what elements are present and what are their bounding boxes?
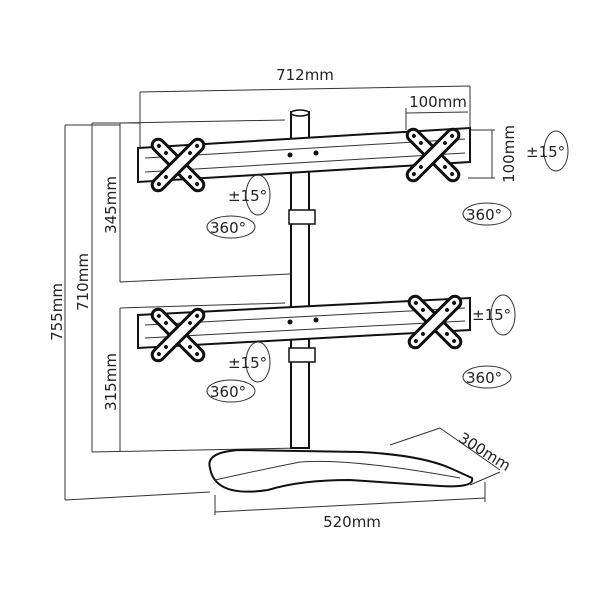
upper-spacing-label: 345mm [102,176,120,234]
rotation-label: 360° [466,206,502,224]
rotation-label: 360° [210,383,246,401]
tilt-label: ±15° [472,306,511,324]
dimension-lines [64,85,501,515]
total-height-label: 755mm [48,283,66,341]
vesa-vertical-label: 100mm [500,125,518,183]
tilt-label: ±15° [228,354,267,372]
vesa-plate [405,127,461,183]
lower-crossbar [137,296,471,350]
stand-base [208,448,474,493]
rotation-label: 360° [466,369,502,387]
rotation-label: 360° [210,219,246,237]
tilt-label: ±15° [228,187,267,205]
lower-height-label: 315mm [102,353,120,411]
rotation-arrows [206,130,569,403]
cable-clip [288,209,316,225]
vesa-plate [407,294,463,350]
base-width-label: 520mm [323,513,381,531]
upper-height-label: 710mm [74,253,92,311]
vesa-plate [150,137,206,193]
cable-clip [288,347,316,363]
base-depth-label: 300mm [455,429,514,475]
vesa-plate [150,307,206,363]
tilt-label: ±15° [526,143,565,161]
total-width-label: 712mm [276,66,334,84]
vesa-horizontal-label: 100mm [409,93,467,111]
